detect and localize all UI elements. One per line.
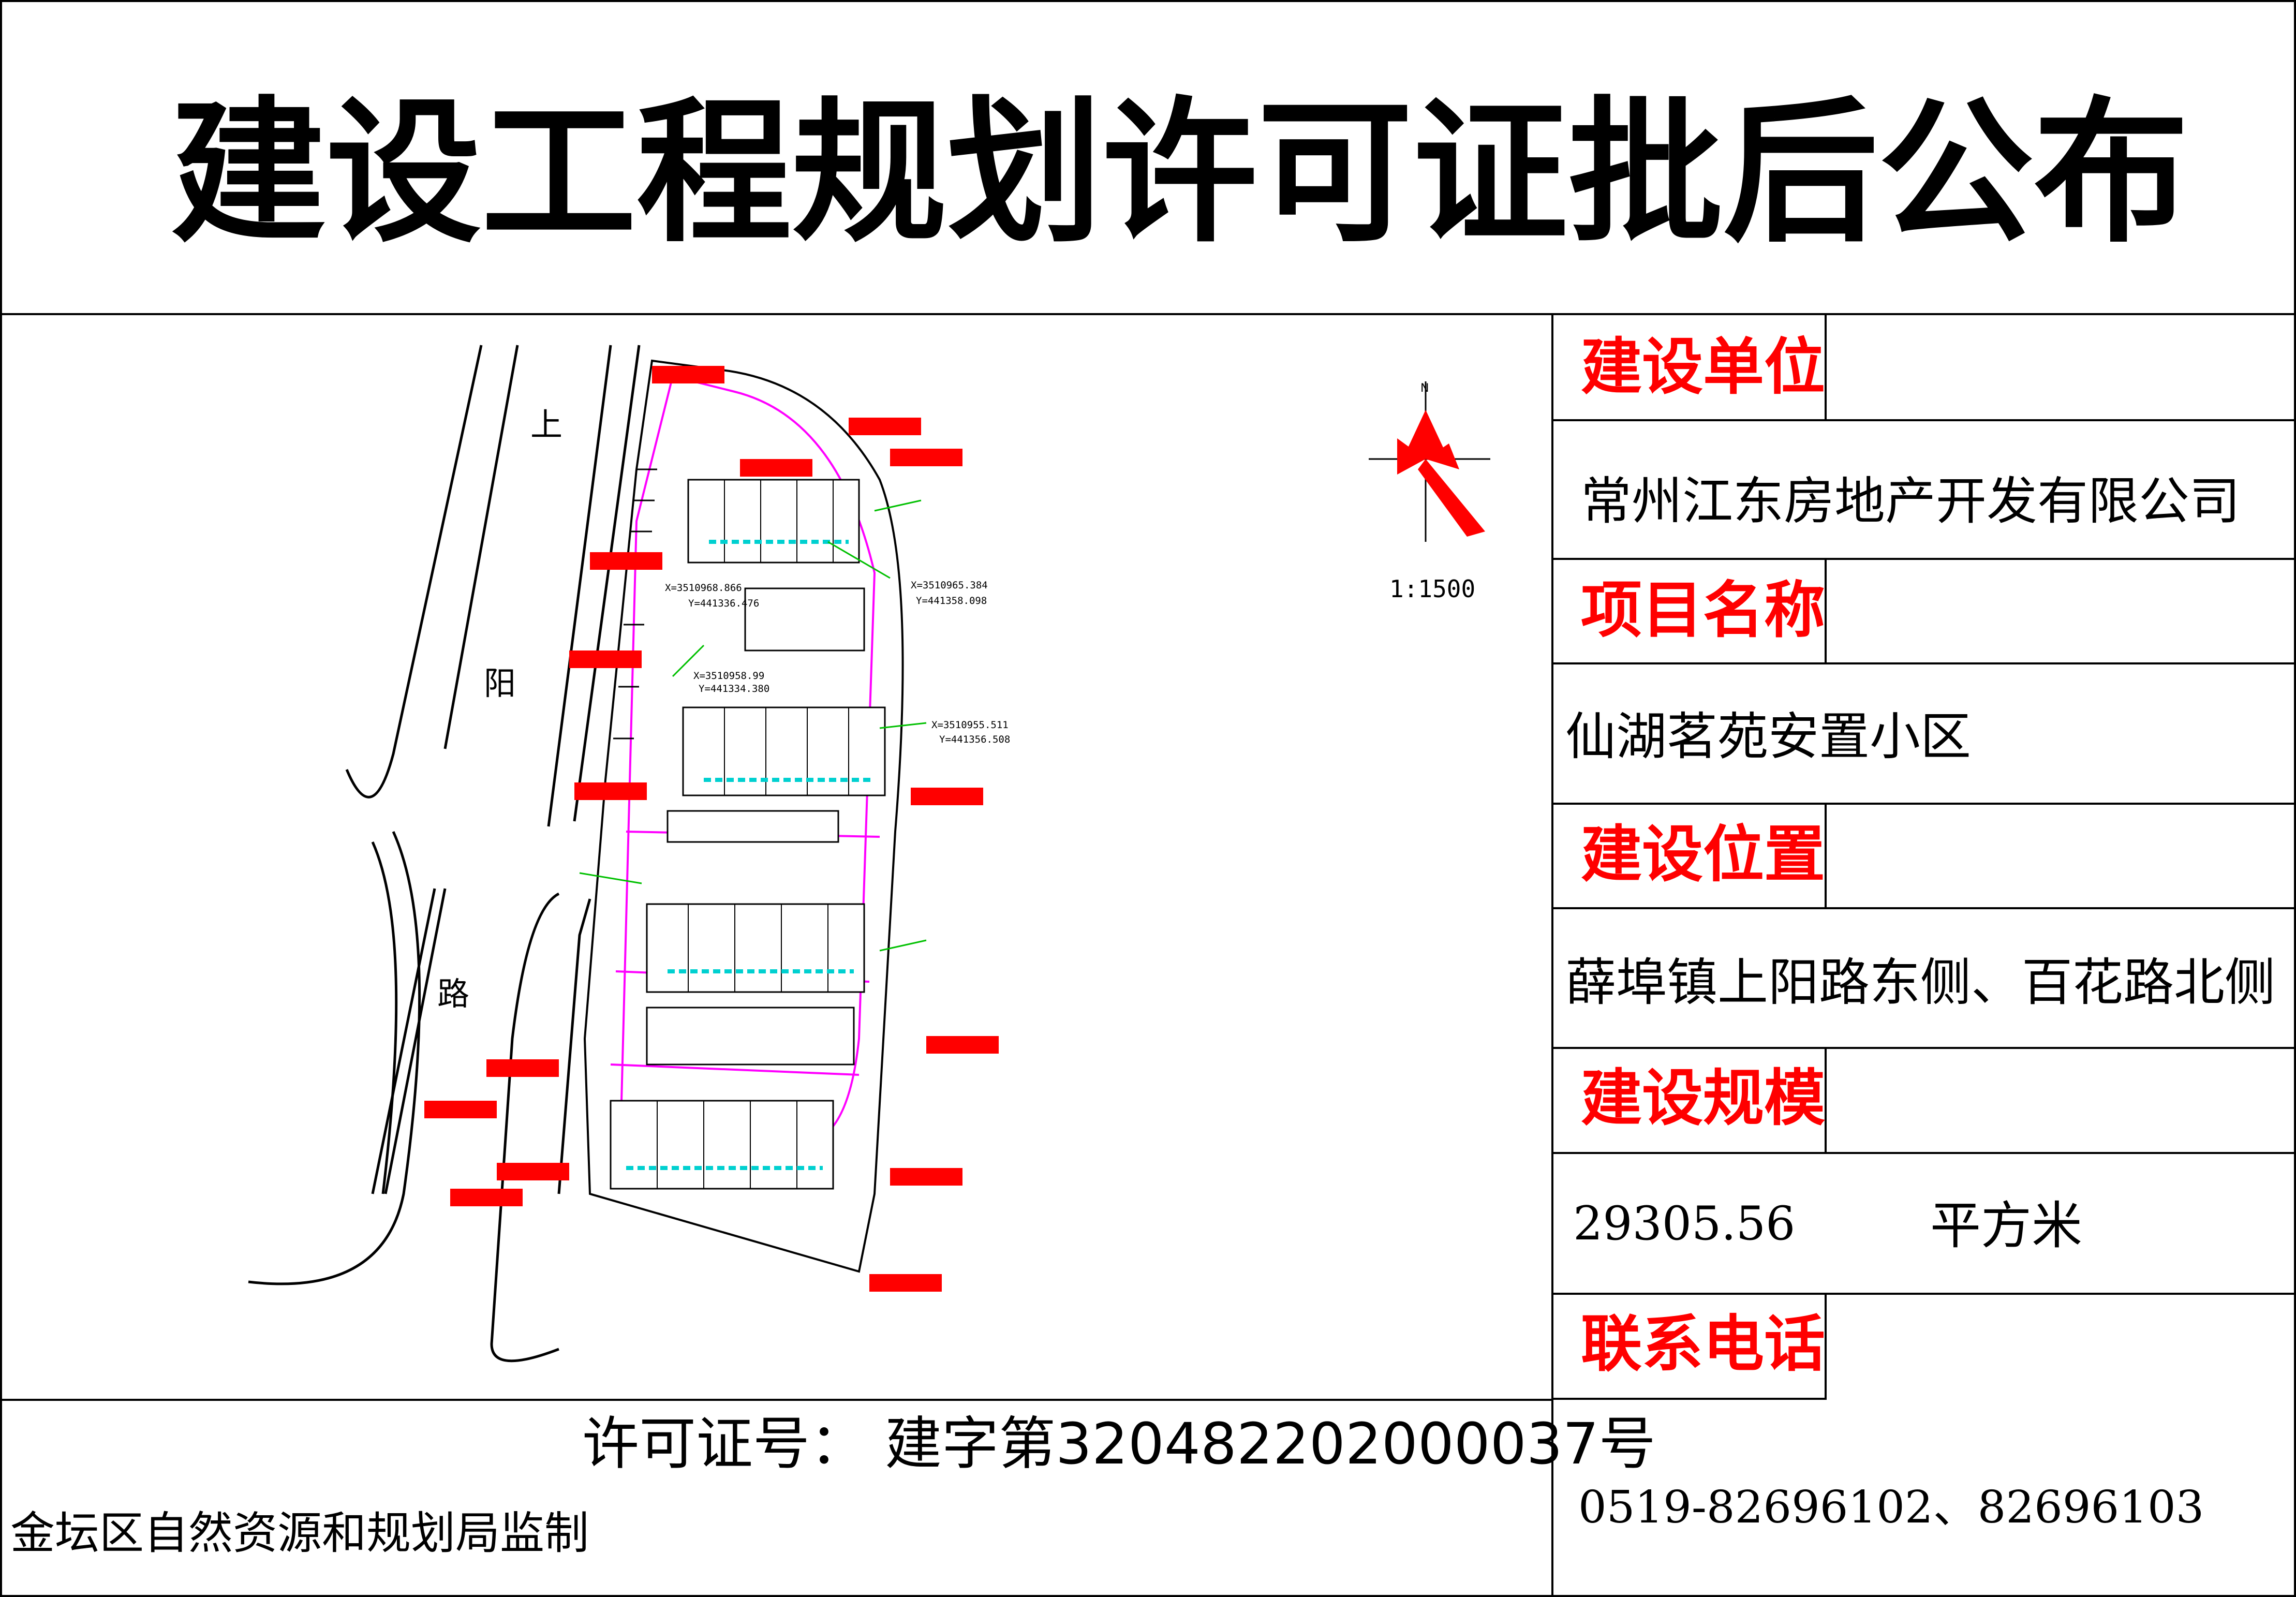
leader-lines xyxy=(579,499,927,952)
coord-label-y: Y=441356.508 xyxy=(939,734,1010,745)
north-label: N xyxy=(1420,382,1429,395)
field-value-location: 薛埠镇上阳路东侧、百花路北侧 xyxy=(1565,953,2276,1012)
coord-label-x: X=3510958.99 xyxy=(693,670,764,682)
coord-label-x: X=3510968.866 xyxy=(665,582,742,594)
red-coordinate-markers xyxy=(424,366,999,1292)
issuer: 金坛区自然资源和规划局监制 xyxy=(10,1507,589,1559)
north-arrow-icon xyxy=(1369,381,1490,542)
field-value-area-unit: 平方米 xyxy=(1930,1196,2083,1255)
plan-scale: 1:1500 xyxy=(1389,575,1476,603)
field-value-project: 仙湖茗苑安置小区 xyxy=(1565,707,1972,766)
cyan-paths xyxy=(626,540,875,1170)
field-label-phone: 联系电话 xyxy=(1581,1308,1826,1380)
field-label-location: 建设位置 xyxy=(1581,819,1826,890)
site-boundary xyxy=(583,359,904,1273)
road-label-char: 上 xyxy=(530,406,563,443)
road-label-char: 阳 xyxy=(484,664,516,702)
buildings xyxy=(610,479,886,1190)
permit-number: 许可证号： 建字第320482202000037号 xyxy=(582,1411,1656,1477)
coord-label-x: X=3510965.384 xyxy=(911,580,988,591)
coord-label-y: Y=441334.380 xyxy=(699,683,769,694)
coord-label-y: Y=441336.476 xyxy=(688,598,759,609)
site-plan: X=3510968.866 Y=441336.476 X=3510965.384… xyxy=(248,345,1490,1363)
field-value-area: 29305.56 xyxy=(1573,1196,1796,1251)
field-label-builder: 建设单位 xyxy=(1581,331,1826,403)
page-title: 建设工程规划许可证批后公布 xyxy=(171,83,2189,263)
road-lines xyxy=(248,345,641,1363)
field-label-scale: 建设规模 xyxy=(1581,1062,1826,1134)
coord-label-x: X=3510955.511 xyxy=(931,719,1009,731)
field-value-phone: 0519-82696102、82696103 xyxy=(1578,1482,2204,1533)
coordinate-labels: X=3510968.866 Y=441336.476 X=3510965.384… xyxy=(665,580,1010,745)
coord-label-y: Y=441358.098 xyxy=(916,595,987,607)
field-label-project: 项目名称 xyxy=(1581,574,1826,646)
field-value-builder: 常州江东房地产开发有限公司 xyxy=(1581,472,2241,531)
road-label-char: 路 xyxy=(437,975,470,1013)
